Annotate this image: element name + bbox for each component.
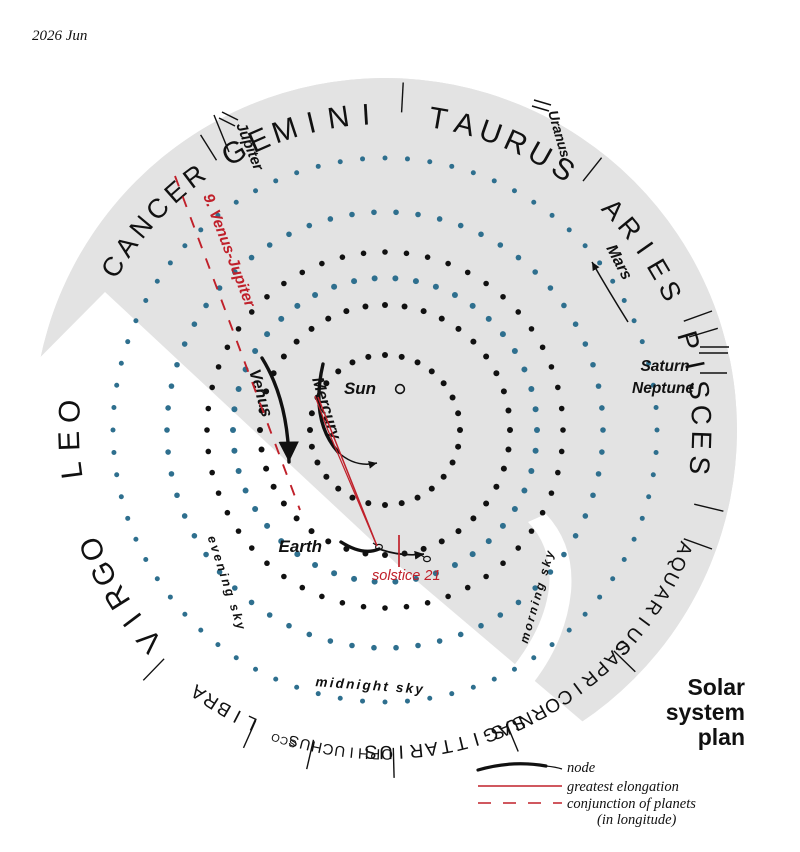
svg-text:T: T [426, 101, 450, 137]
zodiac-division-tick [242, 720, 257, 749]
zodiac-division-tick [688, 327, 719, 338]
svg-text:I: I [470, 728, 481, 750]
svg-text:S: S [287, 731, 301, 750]
svg-text:H: H [357, 744, 369, 762]
svg-text:S: S [682, 379, 715, 401]
svg-text:N: N [325, 100, 351, 136]
svg-text:O: O [53, 399, 87, 424]
date-label: 2026 Jun [32, 28, 87, 44]
zodiac-division-tick [392, 747, 395, 778]
svg-text:E: E [53, 430, 87, 451]
orbit-ring [257, 302, 513, 558]
zodiac-division-tick [400, 82, 404, 113]
planet-marker-neptune: Neptune [632, 372, 727, 397]
legend-label-node: node [567, 760, 596, 776]
svg-text:P: P [370, 745, 381, 762]
earth-label: Earth [279, 537, 322, 556]
saturn-label: Saturn [640, 358, 689, 375]
svg-text:C: C [279, 733, 290, 747]
zodiac-division-tick [200, 134, 218, 161]
solstice-marker: solstice 21 [372, 535, 441, 584]
legend-swatch-node [476, 762, 548, 772]
svg-text:I: I [398, 741, 404, 762]
figure-title: Solar system plan [666, 674, 745, 750]
zodiac-division-ticks [142, 82, 724, 778]
zodiac-division-tick [613, 650, 636, 673]
svg-text:C: C [321, 739, 335, 758]
planet-marker-earth: Earth [279, 537, 432, 563]
legend-swatch-node-tail [545, 765, 563, 770]
sun-label: Sun [344, 379, 376, 398]
svg-text:S: S [683, 454, 716, 476]
earth-symbol-1 [372, 542, 384, 551]
svg-text:O: O [381, 745, 393, 762]
orbit-ring [110, 155, 660, 705]
orbit-ring [230, 275, 540, 585]
orbit-ring [204, 249, 566, 611]
neptune-label: Neptune [632, 380, 694, 397]
svg-text:L: L [55, 460, 90, 481]
svg-text:I: I [361, 98, 371, 131]
zodiac-division-tick [582, 157, 603, 182]
greatest-elongation-line [314, 395, 378, 547]
legend: node greatest elongation conjunction of … [476, 760, 696, 828]
svg-text:A: A [423, 737, 439, 760]
zodiac-division-tick [142, 658, 165, 681]
zodiac-division-tick [306, 739, 315, 770]
legend-label-conjunction: conjunction of planets [567, 796, 696, 812]
legend-label-elongation: greatest elongation [567, 779, 679, 795]
svg-text:H: H [310, 737, 324, 756]
svg-text:S: S [288, 736, 298, 750]
sun-symbol [394, 383, 406, 395]
title-line-1: Solar [687, 674, 745, 700]
legend-note: (in longitude) [597, 812, 677, 828]
svg-text:U: U [379, 741, 393, 762]
planet-marker-saturn: Saturn [640, 346, 729, 375]
svg-text:R: R [408, 739, 424, 761]
title-line-3: plan [698, 724, 745, 750]
svg-text:U: U [298, 734, 313, 753]
svg-text:T: T [438, 734, 454, 757]
earth-symbol-2 [420, 554, 432, 563]
title-line-2: system [666, 699, 745, 725]
svg-text:S: S [364, 740, 378, 762]
svg-text:C: C [685, 404, 717, 426]
zodiac-division-tick [683, 310, 713, 322]
svg-text:T: T [453, 731, 470, 754]
svg-text:G: G [480, 721, 501, 746]
zodiac-division-tick [694, 503, 724, 512]
sun-group: Sun [344, 379, 406, 398]
zodiac-division-tick [506, 723, 519, 752]
orbit-ring [164, 209, 606, 651]
svg-text:E: E [686, 430, 718, 450]
svg-text:U: U [333, 741, 346, 759]
zodiac-label-leo: LEO [53, 399, 90, 481]
svg-text:I: I [349, 743, 355, 760]
solstice-label: solstice 21 [372, 568, 441, 584]
gray-region-group [0, 78, 737, 852]
zodiac-division-tick [683, 538, 713, 550]
